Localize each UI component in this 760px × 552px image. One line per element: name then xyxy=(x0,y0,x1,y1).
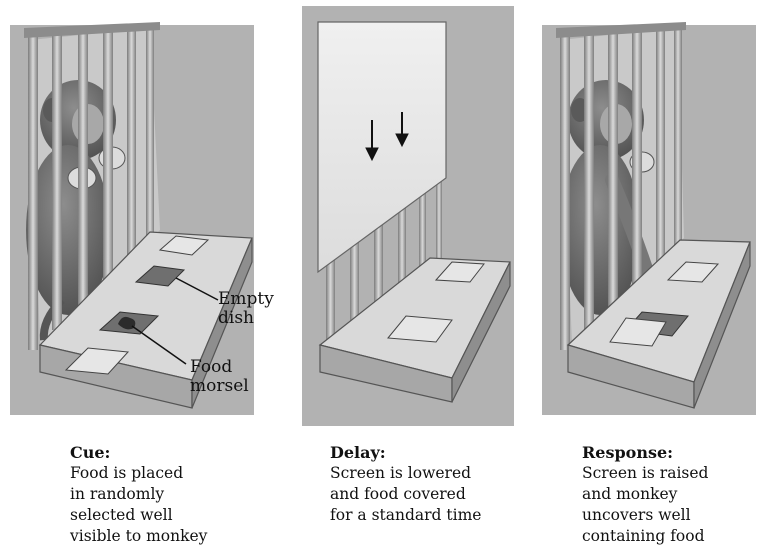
cue-well-covered-top xyxy=(158,235,210,256)
food-morsel-pointer xyxy=(131,325,187,365)
delay-panel xyxy=(302,6,514,426)
response-lifted-cover xyxy=(609,317,667,347)
delay-covered-well-1 xyxy=(434,261,485,283)
response-description: Screen is raised and monkey uncovers wel… xyxy=(582,464,709,545)
cue-description: Food is placed in randomly selected well… xyxy=(70,464,208,545)
cue-well-covered-bottom xyxy=(64,347,130,375)
food-morsel-label: Food morsel xyxy=(190,357,249,396)
cue-ledge xyxy=(38,231,253,409)
response-covered-well xyxy=(666,261,720,283)
delay-description: Screen is lowered and food covered for a… xyxy=(330,464,482,524)
cue-cage-bars xyxy=(24,22,160,350)
delay-caption: Delay: Screen is lowered and food covere… xyxy=(330,442,530,526)
response-panel xyxy=(542,22,756,415)
cue-title: Cue: xyxy=(70,443,111,462)
delay-opaque-screen xyxy=(317,21,447,274)
cue-food-morsel xyxy=(118,316,136,330)
delay-covered-well-2 xyxy=(387,315,453,343)
cue-empty-dish xyxy=(134,265,186,287)
lowering-arrows xyxy=(365,112,409,162)
empty-dish-label: Empty dish xyxy=(218,289,274,328)
delay-title: Delay: xyxy=(330,443,386,462)
delay-cage-bars xyxy=(326,180,442,350)
empty-dish-pointer xyxy=(175,277,219,301)
response-caption: Response: Screen is raised and monkey un… xyxy=(582,442,760,547)
cue-panel xyxy=(10,22,254,415)
response-title: Response: xyxy=(582,443,674,462)
cue-caption: Cue: Food is placed in randomly selected… xyxy=(70,442,270,547)
response-cage-bars xyxy=(556,22,686,350)
